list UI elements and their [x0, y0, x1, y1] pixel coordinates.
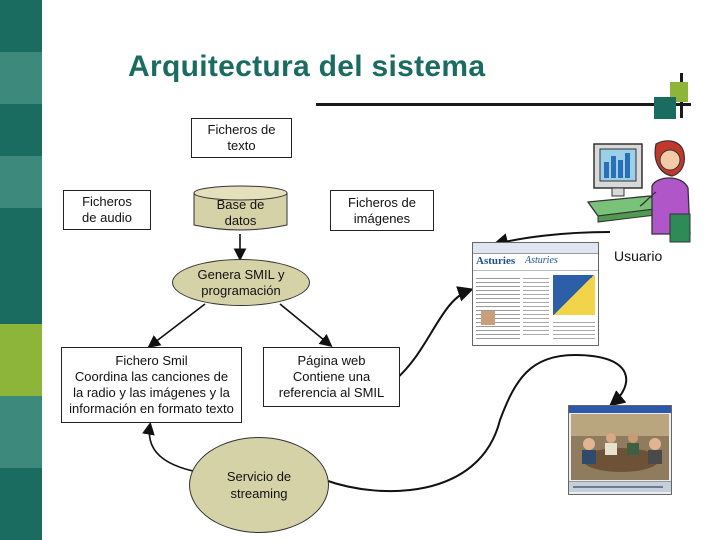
node-genera-smil: Genera SMIL y programación [172, 259, 310, 306]
band-4 [0, 156, 42, 208]
node-ficheros-texto-label: Ficheros de texto [207, 122, 276, 153]
node-pagina-web-label: Página web Contiene una referencia al SM… [278, 353, 385, 400]
video-player-screenshot [568, 405, 672, 495]
node-fichero-smil: Fichero Smil Coordina las canciones de l… [61, 347, 242, 423]
node-base-datos: Base de datos [193, 185, 288, 235]
node-pagina-web: Página web Contiene una referencia al SM… [263, 347, 400, 407]
band-9 [0, 468, 42, 540]
node-servicio-streaming: Servicio de streaming [189, 437, 329, 533]
node-servicio-streaming-label: Servicio de streaming [226, 469, 292, 501]
meeting-scene-icon [571, 414, 669, 480]
web-banner [553, 275, 595, 315]
web-logo-left: Asturies [476, 255, 516, 267]
title-rule [316, 103, 691, 106]
web-text-col [476, 275, 520, 341]
band-8 [0, 396, 42, 468]
arrow-genera-to-web [279, 303, 333, 348]
arrow-genera-to-smil [147, 303, 206, 348]
web-body [473, 271, 598, 345]
user-clipart [586, 136, 694, 246]
web-photo [481, 311, 495, 325]
web-page-screenshot: Asturies Asturies [472, 242, 599, 346]
node-base-datos-label: Base de datos [216, 197, 265, 228]
band-2 [0, 52, 42, 104]
node-ficheros-audio-label: Ficheros de audio [82, 194, 132, 225]
video-seek-bar [573, 486, 663, 488]
band-5 [0, 208, 42, 260]
arrow-web-to-screenshot [394, 286, 474, 381]
corner-square-dark [654, 97, 676, 119]
user-at-computer-icon [586, 140, 691, 243]
video-frame [571, 414, 669, 480]
browser-toolbar [473, 243, 598, 254]
band-6 [0, 260, 42, 324]
node-ficheros-imagenes: Ficheros de imágenes [330, 190, 434, 231]
band-1 [0, 0, 42, 52]
video-titlebar [569, 406, 671, 413]
node-ficheros-audio: Ficheros de audio [63, 190, 151, 230]
arrow-streaming-to-video [324, 353, 628, 493]
user-label: Usuario [614, 248, 663, 264]
database-icon [193, 185, 288, 231]
web-logo-right: Asturies [525, 255, 558, 266]
node-fichero-smil-label: Fichero Smil Coordina las canciones de l… [69, 353, 234, 416]
video-controls [569, 481, 671, 492]
node-genera-smil-label: Genera SMIL y programación [197, 266, 285, 298]
web-header: Asturies Asturies [473, 254, 598, 271]
band-7 [0, 324, 42, 396]
web-side-text [553, 319, 595, 341]
web-mid-col [523, 275, 549, 335]
slide-title: Arquitectura del sistema [128, 50, 486, 83]
node-ficheros-imagenes-label: Ficheros de imágenes [348, 194, 416, 226]
node-ficheros-texto: Ficheros de texto [191, 118, 292, 158]
band-3 [0, 104, 42, 156]
